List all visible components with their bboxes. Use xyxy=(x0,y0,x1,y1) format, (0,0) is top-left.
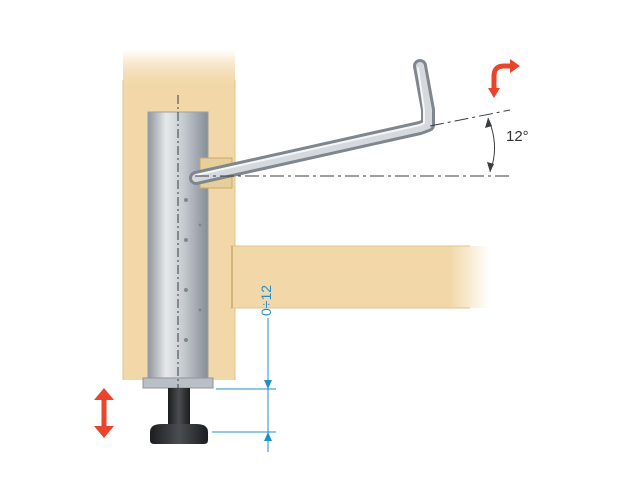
bent-rod-handle xyxy=(189,59,435,185)
angle-reference-lines xyxy=(195,109,511,177)
height-adjust-label: 0÷12 xyxy=(258,284,274,316)
horizontal-wood-shelf xyxy=(230,245,490,309)
vertical-double-arrow-icon xyxy=(94,388,114,438)
dimension-lines xyxy=(212,318,276,452)
adjustable-foot xyxy=(150,388,208,444)
rotate-arrow-icon xyxy=(488,59,520,98)
metal-cylinder xyxy=(142,95,214,420)
angle-label: 12° xyxy=(506,128,529,145)
